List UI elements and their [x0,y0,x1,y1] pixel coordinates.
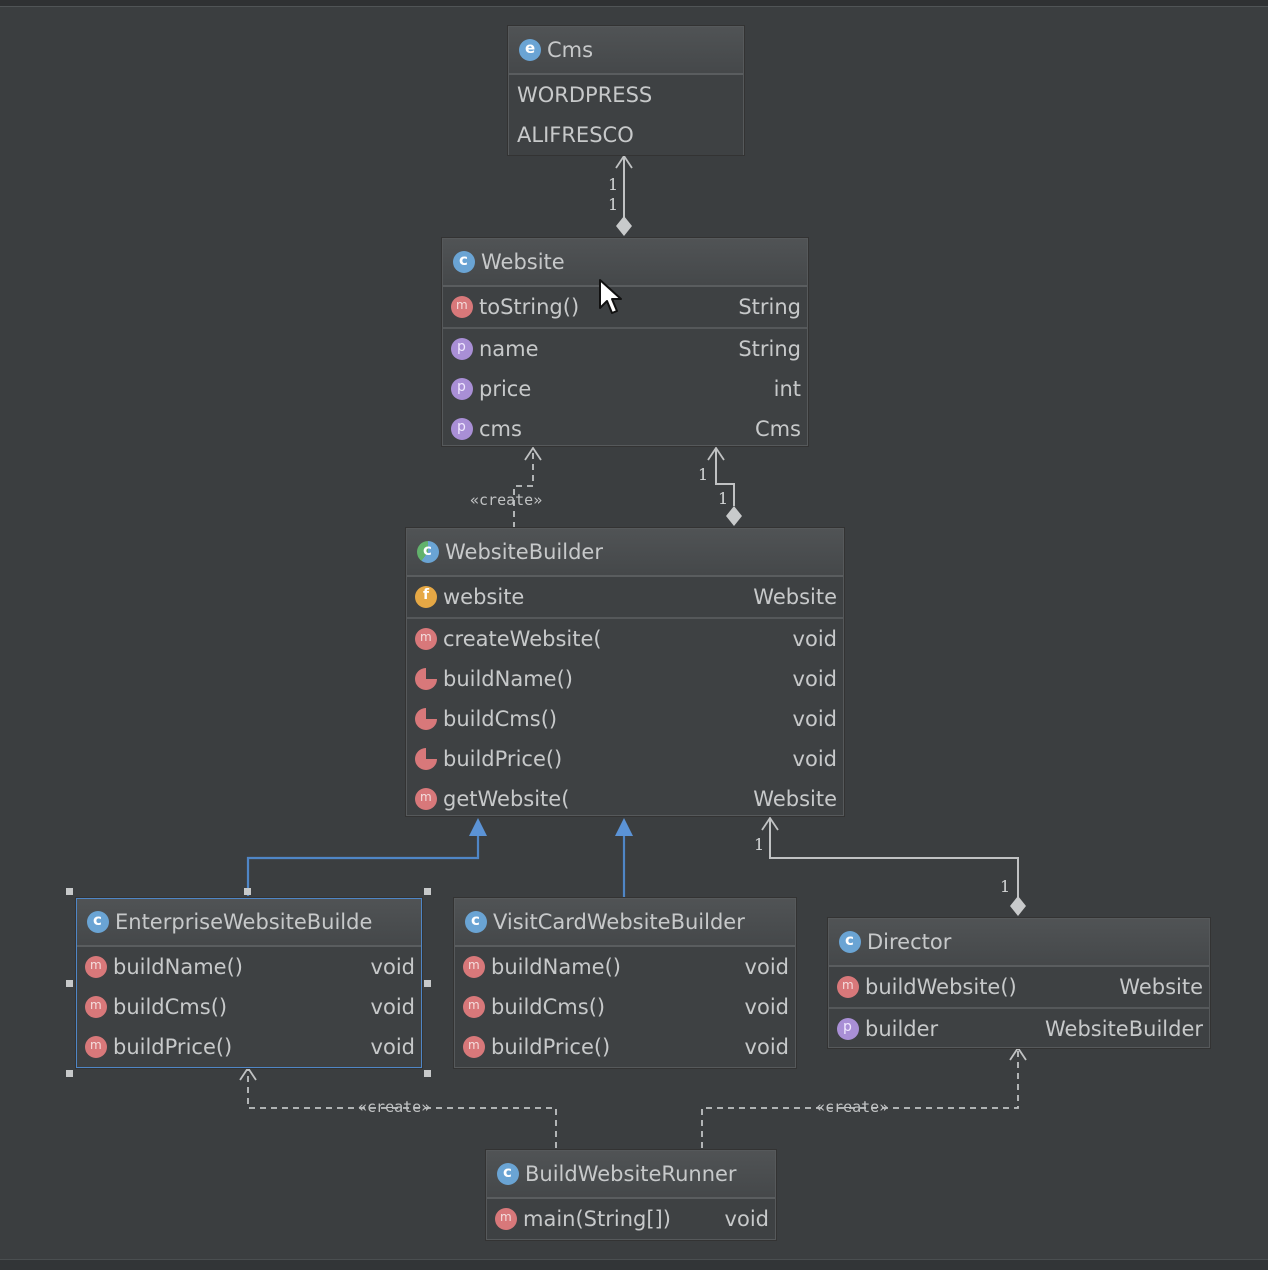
mult-website-1: 1 [698,465,708,484]
visitcard-builder-header: VisitCardWebsiteBuilder [455,899,795,947]
director-header: Director [829,919,1209,967]
create-label-runner-director: «create» [816,1098,888,1116]
method-icon [463,1036,485,1058]
field-icon [451,338,473,360]
method-row[interactable]: toString() String [443,287,807,329]
cms-node[interactable]: Cms WORDPRESS ALIFRESCO [508,26,744,155]
final-field-icon [415,586,437,608]
inheritance-enterprise[interactable] [246,818,487,896]
website-node[interactable]: Website toString() String name String pr… [442,238,808,446]
resize-handle[interactable] [424,1070,431,1077]
class-icon [453,251,475,273]
method-icon [463,956,485,978]
method-row[interactable]: buildName() void [77,947,421,987]
website-builder-node[interactable]: WebsiteBuilder website Website createWeb… [406,528,844,816]
method-icon [85,1036,107,1058]
mult-cms-2: 1 [608,195,618,214]
method-icon [415,628,437,650]
enum-constant-row[interactable]: ALIFRESCO [517,123,634,147]
mult-cms-1: 1 [608,175,618,194]
field-icon [837,1018,859,1040]
visitcard-builder-node[interactable]: VisitCardWebsiteBuilder buildName() void… [454,898,796,1068]
method-row[interactable]: buildPrice() void [455,1027,795,1067]
enum-icon [519,39,541,61]
class-icon [839,931,861,953]
dependency-runner-director[interactable] [701,1046,1027,1148]
resize-handle[interactable] [66,1070,73,1077]
bottom-border [0,1259,1268,1270]
field-row[interactable]: price int [443,369,807,409]
association-director-builder[interactable] [761,816,1026,916]
method-icon [85,956,107,978]
association-builder-website[interactable] [707,446,742,526]
dependency-runner-enterprise[interactable] [239,1066,557,1148]
field-row[interactable]: builder WebsiteBuilder [829,1009,1209,1049]
enterprise-builder-title: EnterpriseWebsiteBuilde [115,910,373,934]
abstract-class-icon [417,541,439,563]
website-builder-header: WebsiteBuilder [407,529,843,577]
method-row[interactable]: buildPrice() void [407,739,843,779]
abstract-method-icon [415,708,437,730]
abstract-method-icon [415,748,437,770]
cms-title: Cms [547,38,594,62]
inheritance-visitcard[interactable] [615,818,633,898]
mult-builder-2: 1 [1000,877,1010,896]
cms-header: Cms [509,27,743,75]
method-row[interactable]: buildPrice() void [77,1027,421,1067]
resize-handle[interactable] [244,888,251,895]
field-row[interactable]: website Website [407,577,843,619]
field-row[interactable]: name String [443,329,807,369]
resize-handle[interactable] [424,980,431,987]
website-title: Website [481,250,565,274]
visitcard-builder-title: VisitCardWebsiteBuilder [493,910,745,934]
mult-builder-1: 1 [754,835,764,854]
method-row[interactable]: createWebsite( void [407,619,843,659]
method-row[interactable]: buildName() void [455,947,795,987]
enterprise-builder-header: EnterpriseWebsiteBuilde [77,899,421,947]
method-icon [463,996,485,1018]
enum-constant-row[interactable]: WORDPRESS [517,83,653,107]
method-icon [415,788,437,810]
method-row[interactable]: main(String[]) void [487,1199,775,1239]
class-icon [87,911,109,933]
website-header: Website [443,239,807,287]
field-icon [451,418,473,440]
association-website-cms[interactable] [615,154,633,236]
runner-header: BuildWebsiteRunner [487,1151,775,1199]
method-icon [451,296,473,318]
director-node[interactable]: Director buildWebsite() Website builder … [828,918,1210,1048]
resize-handle[interactable] [66,888,73,895]
method-row[interactable]: getWebsite( Website [407,779,843,819]
method-row[interactable]: buildCms() void [455,987,795,1027]
class-icon [497,1163,519,1185]
method-row[interactable]: buildName() void [407,659,843,699]
field-row[interactable]: cms Cms [443,409,807,449]
field-icon [451,378,473,400]
method-row[interactable]: buildCms() void [77,987,421,1027]
enterprise-builder-node[interactable]: EnterpriseWebsiteBuilde buildName() void… [76,898,422,1068]
method-row[interactable]: buildCms() void [407,699,843,739]
dependency-builder-website[interactable] [513,446,542,528]
resize-handle[interactable] [424,888,431,895]
resize-handle[interactable] [66,980,73,987]
class-icon [465,911,487,933]
static-method-icon [495,1208,517,1230]
director-title: Director [867,930,952,954]
mouse-cursor-icon [599,279,622,314]
method-row[interactable]: buildWebsite() Website [829,967,1209,1009]
create-label-runner-enterprise: «create» [358,1098,430,1116]
abstract-method-icon [415,668,437,690]
runner-node[interactable]: BuildWebsiteRunner main(String[]) void [486,1150,776,1240]
method-icon [85,996,107,1018]
runner-title: BuildWebsiteRunner [525,1162,737,1186]
mult-website-2: 1 [718,489,728,508]
website-builder-title: WebsiteBuilder [445,540,603,564]
method-icon [837,976,859,998]
create-label-builder-website: «create» [470,491,542,509]
top-border [0,0,1268,7]
